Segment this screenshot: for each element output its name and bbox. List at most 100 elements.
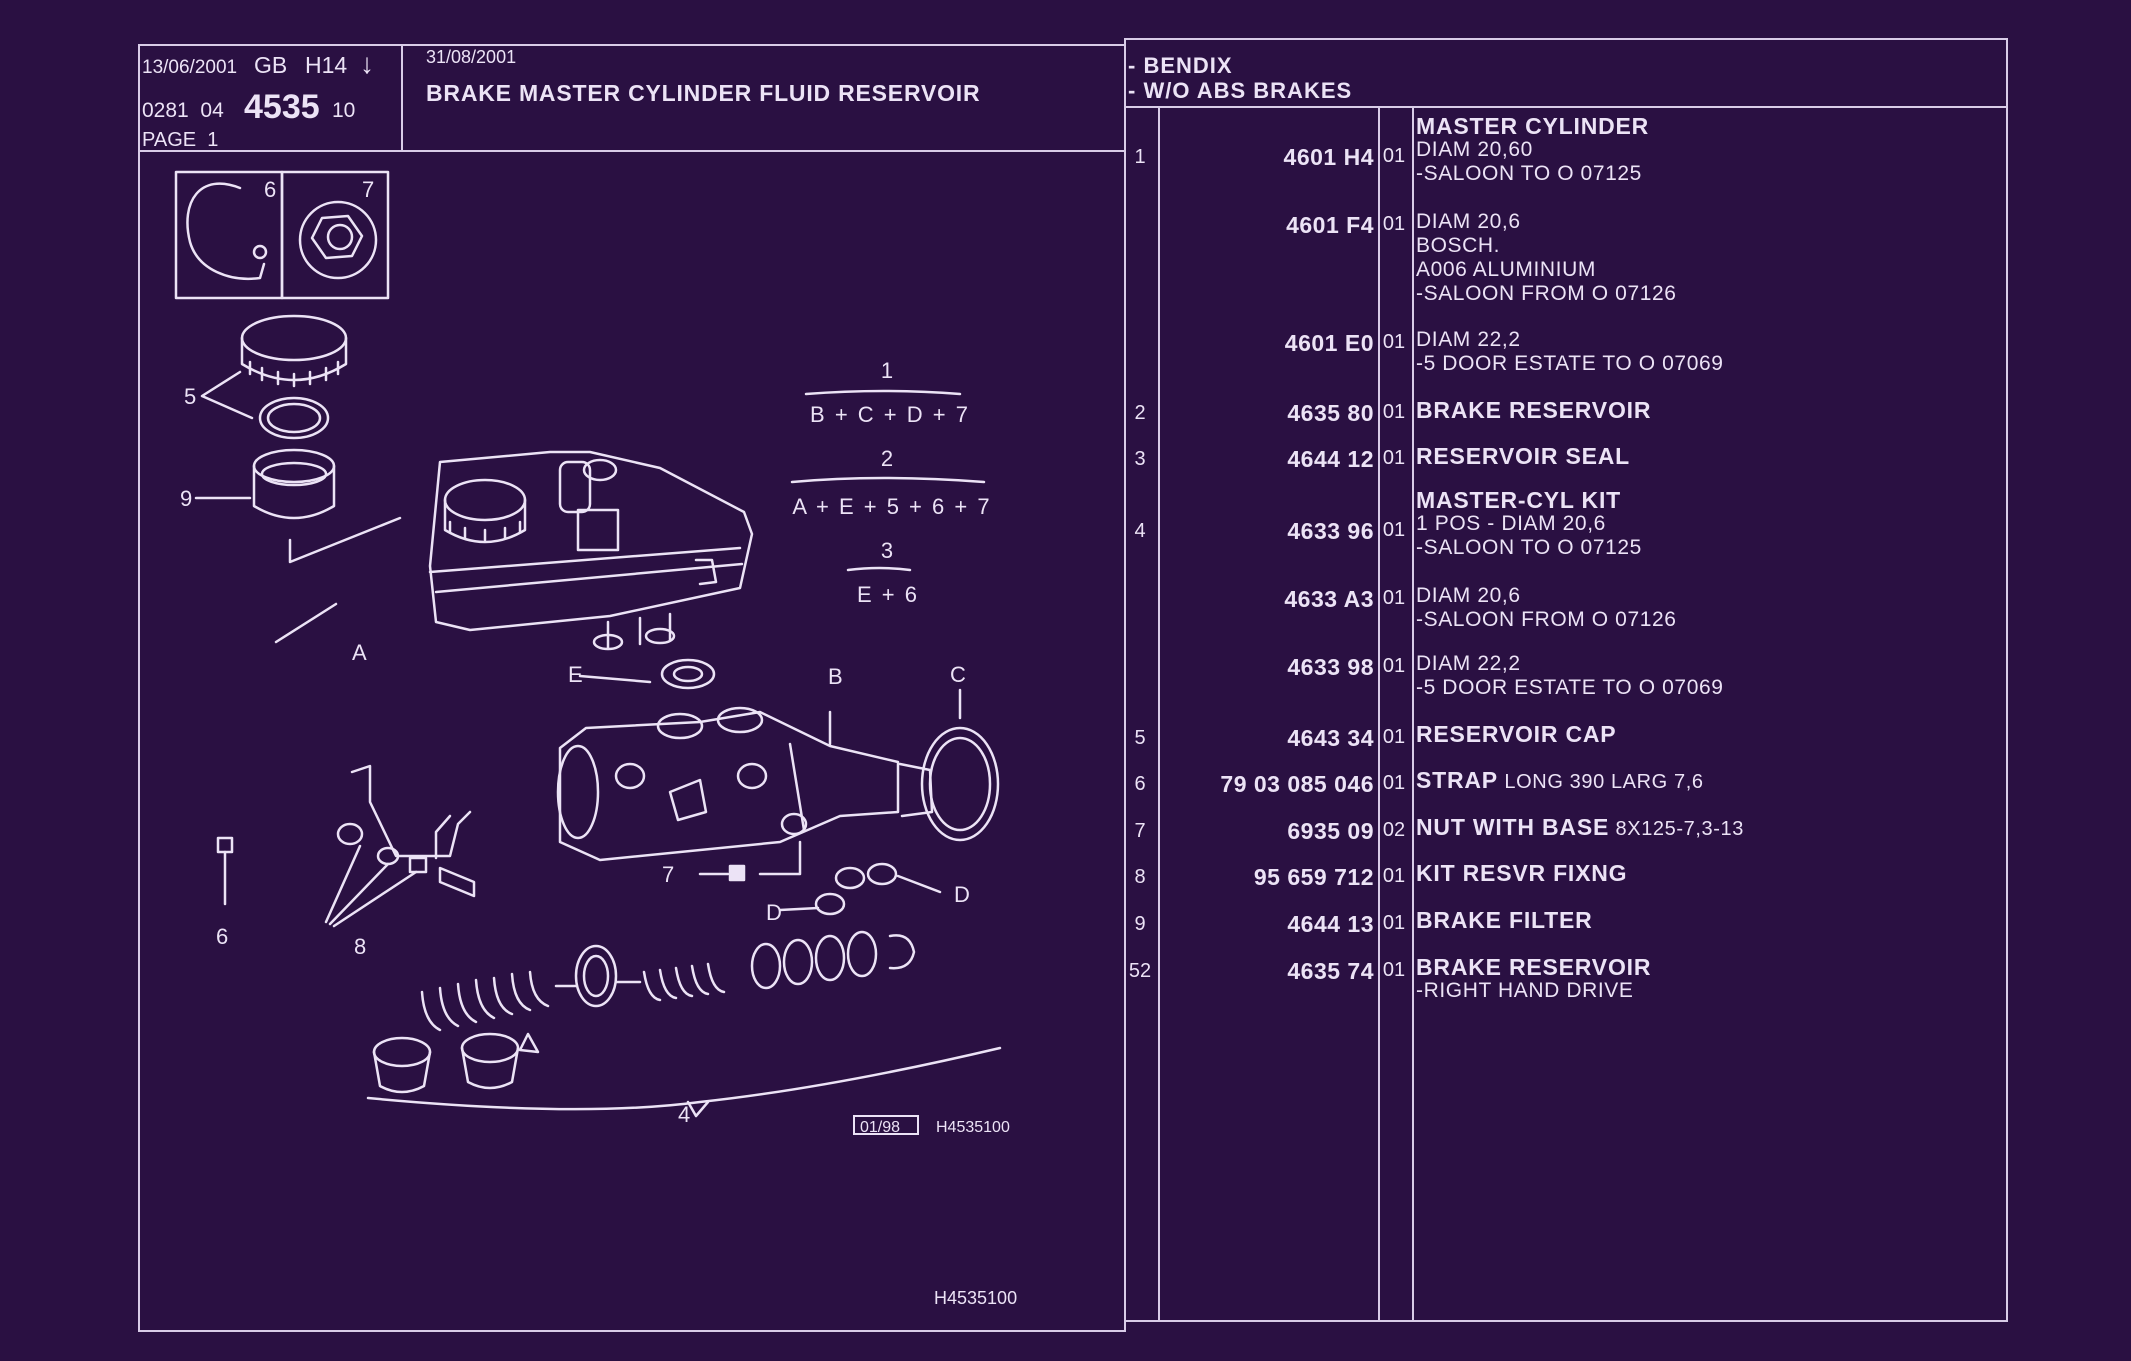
- part-description: DIAM 20,6 BOSCH. A006 ALUMINIUM -SALOON …: [1416, 210, 2016, 306]
- part-number: 4601 E0: [1284, 330, 1374, 356]
- header-divider-left: [138, 150, 1126, 152]
- row-ref: 6: [1134, 773, 1146, 795]
- part-number: 95 659 712: [1253, 864, 1374, 890]
- row-ref: 52: [1128, 960, 1152, 982]
- part-number: 4644 13: [1287, 911, 1374, 937]
- label-9: 9: [180, 486, 192, 511]
- part-detail: DIAM 22,2: [1416, 652, 1521, 675]
- part-number: 4601 H4: [1283, 144, 1374, 170]
- master-cylinder-drawing: [556, 688, 962, 862]
- part-description: KIT RESVR FIXNG: [1416, 861, 2016, 885]
- header-vertical-divider: [401, 44, 403, 152]
- footer-ref: H4535100: [934, 1288, 1017, 1308]
- quantity: 01: [1382, 655, 1406, 677]
- stamp-ref: H4535100: [936, 1119, 1010, 1136]
- part-title: RESERVOIR CAP: [1416, 721, 1617, 747]
- part-number: 4633 96: [1287, 518, 1374, 544]
- label-8: 8: [354, 934, 366, 959]
- part-description: DIAM 22,2 -5 DOOR ESTATE TO O 07069: [1416, 652, 2016, 700]
- formula-1-num: 1: [881, 358, 895, 383]
- part-title: BRAKE RESERVOIR: [1416, 397, 1652, 423]
- part-detail: -5 DOOR ESTATE TO O 07069: [1416, 676, 1724, 699]
- part-description: STRAP LONG 390 LARG 7,6: [1416, 768, 2016, 794]
- row-ref: 9: [1134, 913, 1146, 935]
- nut-inset: [280, 170, 390, 300]
- part-number: 4635 74: [1287, 958, 1374, 984]
- formula-2-num: 2: [881, 446, 895, 471]
- formula-1-expr: B + C + D + 7: [810, 402, 970, 427]
- condition-no-abs: - W/O ABS BRAKES: [1128, 78, 1353, 103]
- formula-3-num: 3: [881, 538, 895, 563]
- column-divider-qty: [1378, 106, 1380, 1322]
- header-date-1: 13/06/2001: [142, 57, 238, 78]
- quantity: 01: [1382, 726, 1406, 748]
- part-number: 4643 34: [1287, 725, 1374, 751]
- part-description: RESERVOIR CAP: [1416, 722, 2016, 746]
- row-ref: 4: [1134, 520, 1146, 542]
- part-detail: A006 ALUMINIUM: [1416, 258, 1596, 281]
- row-ref: 1: [1134, 146, 1146, 168]
- header-model: H14: [305, 52, 348, 78]
- label-6b: 6: [216, 924, 228, 949]
- column-divider-part: [1158, 106, 1160, 1322]
- part-description: BRAKE FILTER: [1416, 908, 2016, 932]
- label-b: B: [828, 664, 843, 689]
- part-title: RESERVOIR SEAL: [1416, 443, 1630, 469]
- header-code-main: 4535: [244, 88, 320, 126]
- column-divider-desc: [1412, 106, 1414, 1322]
- label-c: C: [950, 662, 966, 687]
- part-detail: -SALOON TO O 07125: [1416, 162, 1642, 185]
- quantity: 01: [1382, 213, 1406, 235]
- header-code-suffix: 10: [332, 99, 356, 122]
- part-detail: DIAM 20,6: [1416, 584, 1521, 607]
- quantity: 01: [1382, 959, 1406, 981]
- part-title: STRAP: [1416, 767, 1498, 793]
- quantity: 01: [1382, 401, 1406, 423]
- master-cylinder-kit-drawing: [366, 930, 1002, 1118]
- quantity: 02: [1382, 819, 1406, 841]
- quantity: 01: [1382, 772, 1406, 794]
- part-description: MASTER-CYL KIT 1 POS - DIAM 20,6 -SALOON…: [1416, 488, 2016, 560]
- part-description: DIAM 22,2 -5 DOOR ESTATE TO O 07069: [1416, 328, 2016, 376]
- brake-reservoir-drawing: [428, 450, 754, 651]
- part-title: BRAKE RESERVOIR: [1416, 954, 1652, 980]
- label-7b: 7: [662, 862, 674, 887]
- part-inline-spec: 8X125-7,3-13: [1615, 818, 1744, 840]
- reservoir-cap-drawing: [240, 314, 348, 440]
- row-ref: 2: [1134, 402, 1146, 424]
- stamp-date: 01/98: [860, 1119, 900, 1136]
- part-detail: -SALOON FROM O 07126: [1416, 608, 1677, 631]
- part-title: MASTER CYLINDER: [1416, 113, 1650, 139]
- part-detail: DIAM 22,2: [1416, 328, 1521, 351]
- part-number: 4633 A3: [1284, 586, 1374, 612]
- quantity: 01: [1382, 865, 1406, 887]
- label-e: E: [568, 662, 583, 687]
- part-description: RESERVOIR SEAL: [1416, 444, 2016, 468]
- header-code-prefix: 0281 04: [142, 99, 224, 122]
- part-title: MASTER-CYL KIT: [1416, 487, 1621, 513]
- part-detail: DIAM 20,60: [1416, 138, 1533, 161]
- label-7: 7: [362, 177, 374, 202]
- formula-block: 1 B + C + D + 7 2 A + E + 5 + 6 + 7 3 E …: [792, 358, 989, 607]
- part-title: NUT WITH BASE: [1416, 814, 1610, 840]
- header-divider-right: [1124, 106, 2008, 108]
- part-description: DIAM 20,6 -SALOON FROM O 07126: [1416, 584, 2016, 632]
- part-description: NUT WITH BASE 8X125-7,3-13: [1416, 815, 2016, 841]
- reservoir-fixing-kit-drawing: [324, 764, 476, 928]
- brake-filter-drawing: [252, 448, 336, 520]
- label-d1: D: [766, 900, 782, 925]
- part-number: 4633 98: [1287, 654, 1374, 680]
- label-a: A: [352, 640, 367, 665]
- row-ref: 8: [1134, 866, 1146, 888]
- diagram-labels: 6 7 5 9 A E B C 7 D D 6 8 4: [180, 177, 970, 1127]
- quantity: 01: [1382, 519, 1406, 541]
- part-number: 6935 09: [1287, 818, 1374, 844]
- label-d2: D: [954, 882, 970, 907]
- part-description: BRAKE RESERVOIR -RIGHT HAND DRIVE: [1416, 955, 2016, 1003]
- part-number: 4601 F4: [1286, 212, 1374, 238]
- part-number: 79 03 085 046: [1220, 771, 1374, 797]
- part-detail: -SALOON FROM O 07126: [1416, 282, 1677, 305]
- part-detail: DIAM 20,6: [1416, 210, 1521, 233]
- part-detail: -5 DOOR ESTATE TO O 07069: [1416, 352, 1724, 375]
- header-date-2: 31/08/2001: [426, 47, 517, 67]
